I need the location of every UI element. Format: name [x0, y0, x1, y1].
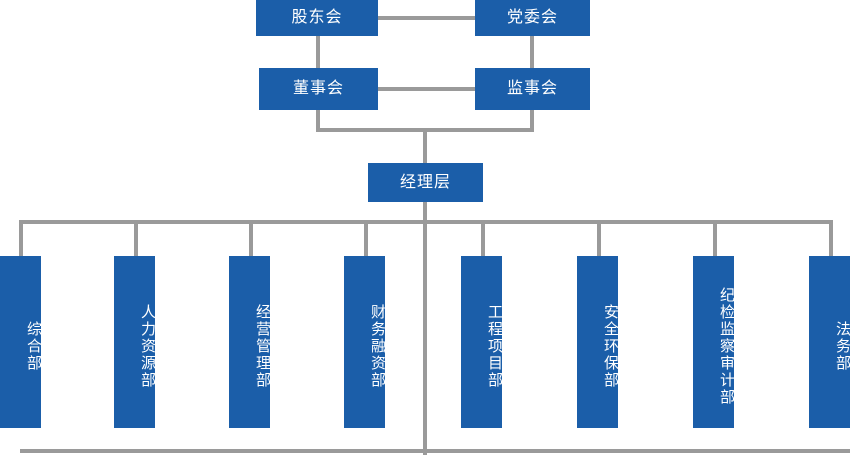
node-department-human-resources[interactable]: 人力资源部	[114, 256, 156, 428]
connector-drop-dept-7	[713, 220, 717, 256]
node-board-of-directors-label: 董事会	[292, 80, 344, 97]
connector-center-spine-lower	[423, 202, 427, 455]
node-board-of-directors[interactable]: 董事会	[259, 68, 378, 110]
node-department-business-management[interactable]: 经营管理部	[229, 256, 271, 428]
node-department-general-affairs-label: 综合部	[25, 320, 42, 372]
node-management-layer[interactable]: 经理层	[368, 163, 483, 202]
node-department-safety-environment-label: 安全环保部	[602, 303, 619, 389]
connector-drop-dept-6	[597, 220, 601, 256]
connector-board-down	[316, 110, 320, 132]
connector-shareholders-down	[316, 36, 320, 68]
node-department-business-management-label: 经营管理部	[254, 303, 271, 389]
node-board-of-supervisors[interactable]: 监事会	[475, 68, 590, 110]
node-department-general-affairs[interactable]: 综合部	[0, 256, 42, 428]
connector-party-down	[530, 36, 534, 68]
connector-drop-dept-5	[481, 220, 485, 256]
node-department-finance-financing-label: 财务融资部	[369, 303, 386, 389]
connector-drop-dept-3	[249, 220, 253, 256]
node-department-engineering-projects[interactable]: 工程项目部	[461, 256, 503, 428]
connector-drop-dept-8	[829, 220, 833, 256]
node-board-of-supervisors-label: 监事会	[506, 80, 558, 97]
connector-drop-dept-1	[19, 220, 23, 256]
connector-drop-dept-2	[134, 220, 138, 256]
node-party-committee[interactable]: 党委会	[475, 0, 590, 36]
node-department-engineering-projects-label: 工程项目部	[486, 303, 503, 389]
connector-department-bus	[20, 220, 830, 224]
connector-board-to-supervisors	[378, 87, 475, 91]
node-party-committee-label: 党委会	[506, 9, 558, 26]
connector-supervisors-down	[530, 110, 534, 132]
node-department-safety-environment[interactable]: 安全环保部	[577, 256, 619, 428]
node-department-human-resources-label: 人力资源部	[139, 303, 156, 389]
node-department-discipline-audit-label: 纪检监察审计部	[718, 286, 735, 406]
connector-shareholders-to-party	[378, 16, 475, 20]
node-department-discipline-audit[interactable]: 纪检监察审计部	[693, 256, 735, 428]
node-department-finance-financing[interactable]: 财务融资部	[344, 256, 386, 428]
connector-drop-dept-4	[364, 220, 368, 256]
node-department-legal-affairs[interactable]: 法务部	[809, 256, 850, 428]
connector-bottom-rule	[20, 449, 850, 453]
node-shareholders[interactable]: 股东会	[256, 0, 378, 36]
node-department-legal-affairs-label: 法务部	[834, 320, 850, 372]
connector-center-spine-upper	[423, 128, 427, 164]
node-shareholders-label: 股东会	[291, 9, 343, 26]
node-management-layer-label: 经理层	[399, 173, 451, 191]
